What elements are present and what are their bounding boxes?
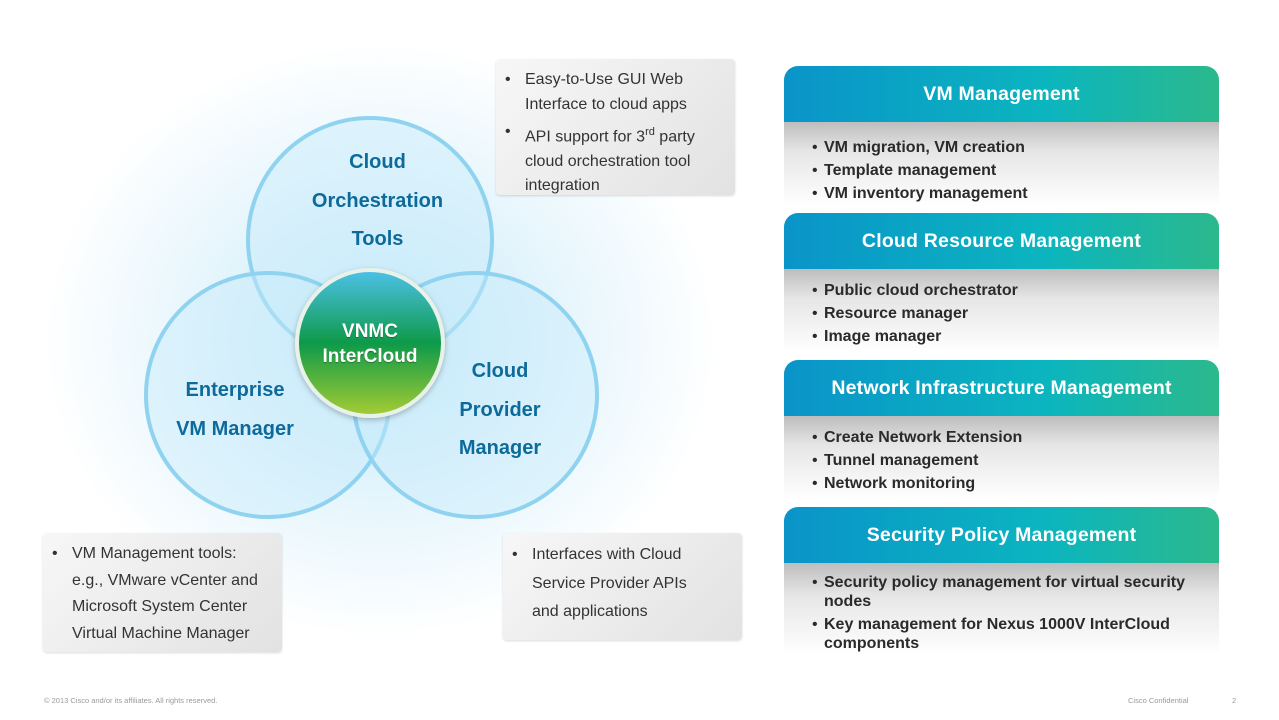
- panel-title: Network Infrastructure Management: [784, 360, 1219, 416]
- label-line: Tools: [351, 228, 404, 250]
- note-line: and applications: [532, 603, 648, 620]
- bullet: •: [505, 71, 511, 88]
- note-item: • VM Management tools: e.g., VMware vCen…: [43, 541, 282, 647]
- panel-security-policy-management: Security Policy Management • Security pol…: [784, 507, 1219, 655]
- note-text: party: [654, 128, 695, 146]
- note-line: Microsoft System Center: [72, 598, 248, 615]
- label-cloud-orchestration-tools: Cloud Orchestration Tools: [280, 143, 475, 259]
- bullet: •: [812, 475, 818, 492]
- label-enterprise-vm-manager: Enterprise VM Manager: [150, 371, 320, 448]
- panel-title: Security Policy Management: [784, 507, 1219, 563]
- panel-item-text: Tunnel management: [824, 452, 979, 469]
- note-text: API support for 3: [525, 128, 646, 146]
- note-cloud-provider-manager: • Interfaces with Cloud Service Provider…: [503, 533, 742, 640]
- panel-item-text: VM migration, VM creation: [824, 139, 1025, 156]
- bullet: •: [52, 545, 58, 562]
- label-line: Orchestration: [311, 189, 444, 212]
- label-line: Enterprise: [185, 379, 285, 401]
- panel-item: • Template management: [812, 159, 1199, 182]
- panel-body: • Security policy management for virtual …: [784, 563, 1219, 655]
- bullet: •: [812, 162, 818, 179]
- note-line: e.g., VMware vCenter and: [72, 571, 258, 589]
- panel-body: • VM migration, VM creation • Template man…: [784, 122, 1219, 206]
- label-line: Cloud: [471, 360, 529, 382]
- note-item: • API support for 3rd party cloud orches…: [496, 120, 735, 199]
- bullet: •: [812, 139, 818, 156]
- panel-item-text: VM inventory management: [824, 185, 1028, 202]
- panel-item: • Resource manager: [812, 302, 1199, 325]
- panel-item: • Security policy management for virtual …: [812, 573, 1189, 611]
- bullet: •: [812, 452, 818, 469]
- note-item: • Interfaces with Cloud Service Provider…: [503, 541, 742, 627]
- bullet: •: [812, 429, 818, 446]
- bullet: •: [812, 616, 818, 633]
- bullet: •: [812, 328, 818, 345]
- panel-item: • Network monitoring: [812, 472, 1199, 495]
- panel-item: • Create Network Extension: [812, 426, 1199, 449]
- bullet: •: [812, 574, 818, 591]
- note-line: VM Management tools:: [72, 545, 237, 562]
- panel-item-text: Network monitoring: [824, 475, 976, 492]
- note-item: • Easy-to-Use GUI Web Interface to cloud…: [496, 68, 735, 117]
- bullet: •: [812, 185, 818, 202]
- panel-body: • Public cloud orchestrator • Resource man…: [784, 269, 1219, 353]
- panel-item-text: Public cloud orchestrator: [824, 282, 1018, 299]
- panel-item: • Key management for Nexus 1000V InterClo…: [812, 615, 1189, 653]
- label-line: VM Manager: [176, 417, 294, 440]
- note-line: Easy-to-Use GUI Web: [525, 71, 683, 88]
- panel-item: • VM migration, VM creation: [812, 136, 1199, 159]
- panel-vm-management: VM Management • VM migration, VM creation…: [784, 66, 1219, 206]
- bullet: •: [812, 305, 818, 322]
- panel-item-text: Image manager: [824, 328, 942, 345]
- footer-confidential: Cisco Confidential: [1128, 696, 1189, 705]
- label-line: InterCloud: [322, 346, 418, 367]
- footer-copyright: © 2013 Cisco and/or its affiliates. All …: [44, 696, 218, 705]
- note-line: cloud orchestration tool: [525, 152, 691, 170]
- panel-title: Cloud Resource Management: [784, 213, 1219, 269]
- panel-item-text: Security policy management for virtual s…: [824, 574, 1186, 610]
- panel-item: • Public cloud orchestrator: [812, 279, 1199, 302]
- note-line: Interface to cloud apps: [525, 95, 687, 113]
- note-line: Service Provider APIs: [532, 574, 687, 592]
- bullet: •: [512, 546, 518, 563]
- panel-item: • VM inventory management: [812, 182, 1199, 205]
- footer-page-number: 2: [1232, 696, 1237, 705]
- panel-item-text: Resource manager: [824, 305, 969, 322]
- panel-title: VM Management: [784, 66, 1219, 122]
- label-line: Cloud: [349, 151, 406, 173]
- label-vnmc-intercloud: VNMC InterCloud: [300, 319, 440, 369]
- panel-body: • Create Network Extension • Tunnel manage…: [784, 416, 1219, 500]
- panel-cloud-resource-management: Cloud Resource Management • Public cloud …: [784, 213, 1219, 353]
- panel-network-infrastructure-management: Network Infrastructure Management • Creat…: [784, 360, 1219, 500]
- panel-item-text: Template management: [824, 162, 997, 179]
- center-circle-vnmc: [295, 268, 445, 418]
- label-cloud-provider-manager: Cloud Provider Manager: [430, 352, 570, 468]
- label-line: VNMC: [342, 321, 398, 342]
- note-line: Interfaces with Cloud: [532, 546, 682, 563]
- note-line: API support for 3rd party: [525, 120, 735, 150]
- note-line: Virtual Machine Manager: [72, 624, 250, 642]
- note-enterprise-vm-manager: • VM Management tools: e.g., VMware vCen…: [43, 533, 282, 652]
- bullet: •: [812, 282, 818, 299]
- panel-item-text: Create Network Extension: [824, 429, 1023, 446]
- panel-item: • Image manager: [812, 325, 1199, 348]
- panel-item: • Tunnel management: [812, 449, 1199, 472]
- panel-item-text: Key management for Nexus 1000V InterClou…: [824, 616, 1170, 652]
- note-cloud-orchestration: • Easy-to-Use GUI Web Interface to cloud…: [496, 59, 735, 195]
- note-superscript: rd: [645, 126, 655, 138]
- bullet: •: [505, 123, 511, 140]
- label-line: Provider: [459, 398, 541, 421]
- label-line: Manager: [458, 437, 542, 459]
- note-line: integration: [525, 177, 600, 195]
